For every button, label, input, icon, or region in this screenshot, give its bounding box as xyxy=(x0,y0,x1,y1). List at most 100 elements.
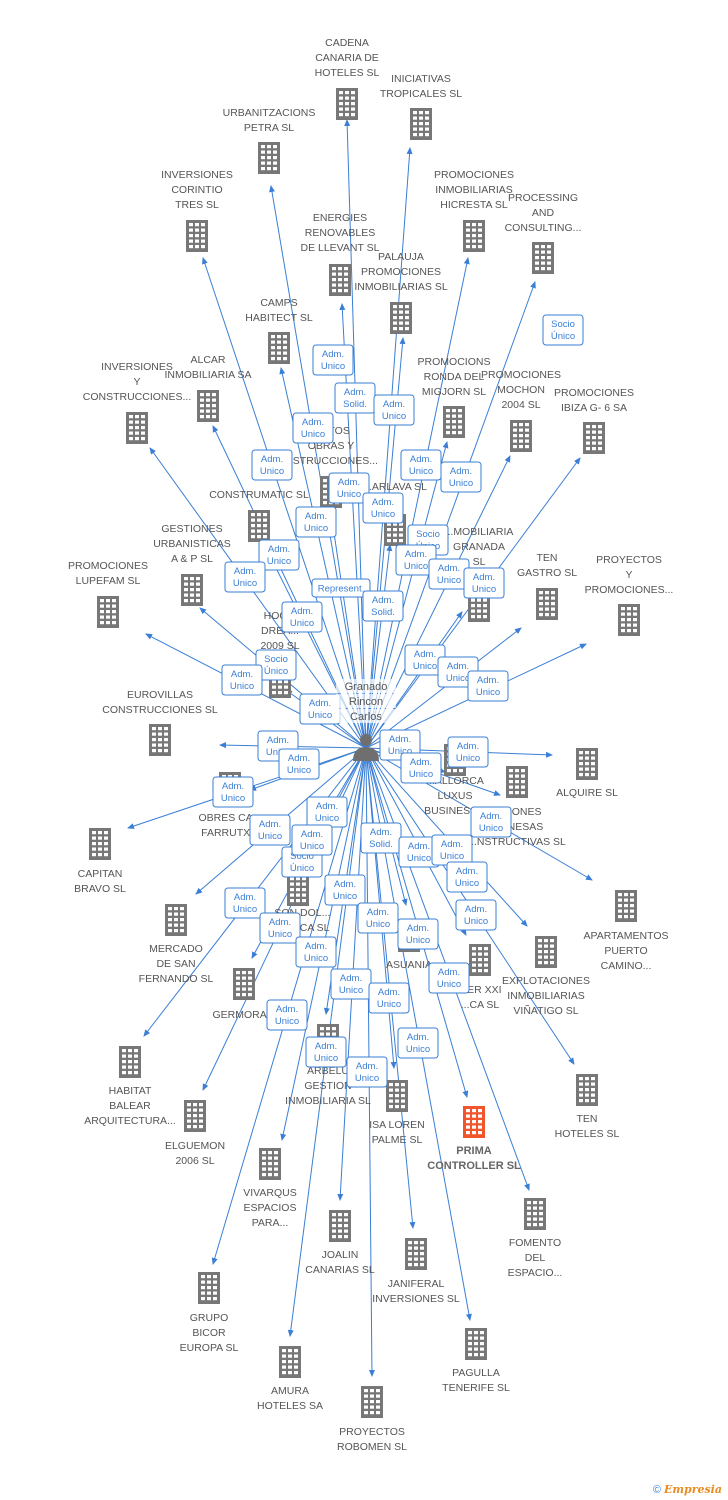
company-label: RONDA DEL xyxy=(424,371,485,383)
company-node-habitat-balear[interactable]: HABITATBALEARARQUITECTURA... xyxy=(84,1046,176,1127)
svg-text:Unico: Unico xyxy=(404,561,428,572)
svg-text:Unico: Unico xyxy=(266,747,290,758)
company-label: TRES SL xyxy=(175,199,219,211)
svg-text:Unico: Unico xyxy=(260,466,284,477)
building-icon xyxy=(532,242,554,274)
company-label: MERCADO xyxy=(149,943,203,955)
company-label: PROMOCIONES xyxy=(434,169,514,181)
company-label: LUXUS xyxy=(437,790,472,802)
building-icon xyxy=(386,1080,408,1112)
company-label: PROMOCIONES xyxy=(68,560,148,572)
company-label: FOMENTO xyxy=(509,1237,561,1249)
company-label: URBANISTICAS xyxy=(153,538,231,550)
svg-text:Socio: Socio xyxy=(290,851,314,862)
building-icon xyxy=(181,574,203,606)
building-icon xyxy=(390,302,412,334)
company-node-fomento[interactable]: FOMENTODELESPACIO... xyxy=(508,1198,563,1279)
company-label: BUSINESS... xyxy=(424,805,486,817)
svg-text:Adm.: Adm. xyxy=(480,811,502,822)
svg-text:Adm.: Adm. xyxy=(438,563,460,574)
building-icon xyxy=(361,1386,383,1418)
svg-text:Adm.: Adm. xyxy=(465,904,487,915)
company-label: EUROPA SL xyxy=(180,1342,239,1354)
company-node-construmatic[interactable]: CONSTRUMATIC SL xyxy=(209,489,309,542)
company-label: Y xyxy=(625,569,632,581)
svg-text:Adm.: Adm. xyxy=(302,417,324,428)
relation-tag: Adm.Unico xyxy=(299,693,341,725)
svg-text:Unico: Unico xyxy=(304,953,328,964)
building-icon xyxy=(536,588,558,620)
relation-tag: Adm.Unico xyxy=(291,824,333,856)
company-label: HABITECT SL xyxy=(245,312,313,324)
building-icon xyxy=(506,766,528,798)
svg-text:Solid.: Solid. xyxy=(371,607,395,618)
company-node-alquire[interactable]: ALQUIRE SL xyxy=(556,748,618,799)
relation-tag: Adm.Unico xyxy=(362,492,404,524)
company-node-vivarqus[interactable]: VIVARQUSESPACIOSPARA... xyxy=(243,1148,297,1229)
relation-tag: Adm.Unico xyxy=(258,539,300,571)
company-node-germora[interactable]: GERMORA... xyxy=(212,968,276,1021)
building-icon xyxy=(184,1100,206,1132)
company-label: PROMOCIONES xyxy=(481,369,561,381)
company-label: PROCESSING xyxy=(508,192,578,204)
company-label: GESTIONES xyxy=(161,523,222,535)
edge-prom-hicresta xyxy=(365,257,470,749)
relation-tag: Adm.Unico xyxy=(305,1036,347,1068)
svg-text:Adm.: Adm. xyxy=(288,753,310,764)
company-label: INVERSIONES SL xyxy=(372,1293,460,1305)
svg-text:Adm.: Adm. xyxy=(441,839,463,850)
svg-text:Unico: Unico xyxy=(407,853,431,864)
svg-text:Adm.: Adm. xyxy=(456,866,478,877)
building-icon xyxy=(535,936,557,968)
relation-tag: Adm.Unico xyxy=(368,982,410,1014)
svg-text:Adm.: Adm. xyxy=(322,349,344,360)
relation-tag: Adm.Unico xyxy=(292,412,334,444)
company-label: IBIZA G- 6 SA xyxy=(561,402,627,414)
svg-text:Adm.: Adm. xyxy=(447,661,469,672)
company-label: ...ARLAVA SL xyxy=(363,481,427,493)
relation-tag: Adm.Unico xyxy=(266,999,308,1031)
svg-text:Adm.: Adm. xyxy=(234,566,256,577)
company-node-apartamentos[interactable]: APARTAMENTOSPUERTOCAMINO... xyxy=(584,890,669,972)
svg-text:Unico: Unico xyxy=(268,929,292,940)
company-node-processing[interactable]: PROCESSINGANDCONSULTING... xyxy=(505,192,582,274)
building-icon xyxy=(248,510,270,542)
svg-text:Unico: Unico xyxy=(472,584,496,595)
company-node-inv-constr[interactable]: INVERSIONESYCONSTRUCCIONES... xyxy=(83,361,192,444)
company-label: VIVARQUS xyxy=(243,1187,296,1199)
building-icon xyxy=(469,944,491,976)
company-node-proyectos-prom[interactable]: PROYECTOSYPROMOCIONES... xyxy=(585,554,674,636)
company-label: ROBOMEN SL xyxy=(337,1441,407,1453)
